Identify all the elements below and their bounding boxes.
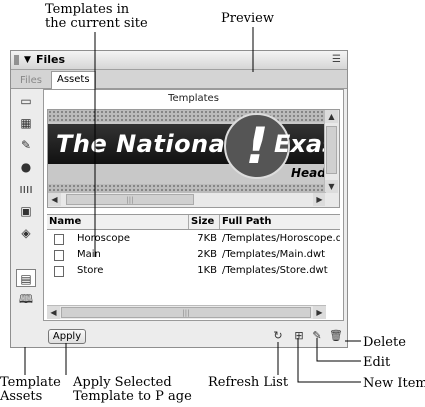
template-file-icon xyxy=(54,234,64,245)
shockwave-icon[interactable]: ıııı xyxy=(19,182,33,196)
new-item-icon[interactable]: ⊞ xyxy=(294,329,304,342)
preview-pattern-bottom xyxy=(48,184,326,193)
scroll-up-icon[interactable]: ▲ xyxy=(325,110,338,123)
row-size: 2KB xyxy=(197,249,217,260)
row-path: /Templates/Main.dwt xyxy=(222,249,326,260)
refresh-icon[interactable]: ↻ xyxy=(273,329,283,342)
apply-button[interactable]: Apply xyxy=(48,329,86,344)
row-path: /Templates/Horoscope.dwt xyxy=(222,233,340,244)
templates-icon[interactable]: ▤ xyxy=(16,269,36,287)
library-icon[interactable]: 🕮 xyxy=(18,292,34,306)
preview-vscroll-thumb[interactable] xyxy=(326,126,337,174)
scroll-left-icon[interactable]: ◀ xyxy=(48,193,61,206)
column-size[interactable]: Size xyxy=(188,215,214,229)
colors-icon[interactable]: ▦ xyxy=(20,116,32,130)
preview-badge-circle xyxy=(224,113,290,179)
grip-icon[interactable] xyxy=(14,55,19,65)
panel-header[interactable]: ▼ Files ☰ xyxy=(11,51,347,70)
preview-horizontal-scrollbar[interactable]: ◀ ||| ▶ xyxy=(48,192,326,207)
preview-badge: ! xyxy=(245,117,269,175)
panel-options-icon[interactable]: ☰ xyxy=(332,54,341,65)
table-row[interactable]: Horoscope 7KB /Templates/Horoscope.dwt xyxy=(47,232,340,246)
row-size: 7KB xyxy=(197,233,217,244)
tab-assets[interactable]: Assets xyxy=(51,71,96,89)
callout-templates-line2: the current site xyxy=(45,16,148,31)
template-list: Horoscope 7KB /Templates/Horoscope.dwt M… xyxy=(47,230,340,300)
delete-icon[interactable]: 🗑 xyxy=(329,329,343,342)
list-horizontal-scrollbar[interactable]: ◀ ||| ▶ xyxy=(47,305,326,319)
flash-icon[interactable]: ● xyxy=(20,160,32,174)
callout-edit: Edit xyxy=(363,355,391,370)
callout-new-item: New Item xyxy=(363,376,425,391)
column-full-path[interactable]: Full Path xyxy=(219,215,272,229)
files-panel: ▼ Files ☰ Files Assets ▭ ▦ ✎ ● ıııı ▣ ◈ … xyxy=(10,50,348,348)
template-preview: The National ! Exas Headl ▲ ▼ ◀ ||| ▶ xyxy=(47,109,340,208)
callout-template-assets-line1: Template xyxy=(0,375,61,390)
row-name: Store xyxy=(77,265,104,276)
images-icon[interactable]: ▭ xyxy=(20,94,32,108)
scripts-icon[interactable]: ◈ xyxy=(21,226,31,240)
tab-row: Files Assets xyxy=(11,70,347,89)
template-list-header: Name Size Full Path xyxy=(47,214,340,230)
edit-icon[interactable]: ✎ xyxy=(312,329,322,342)
callout-templates-line1: Templates in xyxy=(45,2,130,17)
preview-hscroll-thumb[interactable]: ||| xyxy=(66,194,194,205)
table-row[interactable]: Store 1KB /Templates/Store.dwt xyxy=(47,264,340,278)
urls-icon[interactable]: ✎ xyxy=(20,138,32,152)
scroll-down-icon[interactable]: ▼ xyxy=(325,180,338,193)
callout-delete: Delete xyxy=(363,335,406,350)
preview-subhead: Headl xyxy=(291,166,330,180)
row-path: /Templates/Store.dwt xyxy=(222,265,328,276)
scroll-right-icon[interactable]: ▶ xyxy=(313,306,326,319)
panel-title: Files xyxy=(36,53,66,66)
list-hscroll-thumb[interactable]: ||| xyxy=(61,307,311,318)
asset-category-bar: ▭ ▦ ✎ ● ıııı ▣ ◈ ▤ 🕮 xyxy=(13,90,39,322)
scroll-right-icon[interactable]: ▶ xyxy=(313,193,326,206)
column-name[interactable]: Name xyxy=(49,216,82,227)
preview-headline: The National xyxy=(56,130,235,158)
callout-template-assets-line2: Assets xyxy=(0,389,43,404)
preview-vertical-scrollbar[interactable]: ▲ ▼ xyxy=(324,110,339,193)
assets-content: Templates The National ! Exas Headl ▲ ▼ … xyxy=(43,89,344,321)
callout-refresh: Refresh List xyxy=(208,375,289,390)
callout-apply-line2: Template to P age xyxy=(73,389,192,404)
movies-icon[interactable]: ▣ xyxy=(20,204,32,218)
table-row[interactable]: Main 2KB /Templates/Main.dwt xyxy=(47,248,340,262)
row-name: Main xyxy=(77,249,101,260)
preview-scroll-corner xyxy=(325,193,339,207)
template-file-icon xyxy=(54,266,64,277)
content-title: Templates xyxy=(168,93,219,104)
row-size: 1KB xyxy=(197,265,217,276)
scroll-left-icon[interactable]: ◀ xyxy=(47,306,60,319)
collapse-triangle-icon[interactable]: ▼ xyxy=(24,55,31,65)
callout-apply-line1: Apply Selected xyxy=(73,375,172,390)
template-file-icon xyxy=(54,250,64,261)
callout-preview: Preview xyxy=(221,11,274,26)
row-name: Horoscope xyxy=(77,233,130,244)
tab-files[interactable]: Files xyxy=(20,75,42,86)
